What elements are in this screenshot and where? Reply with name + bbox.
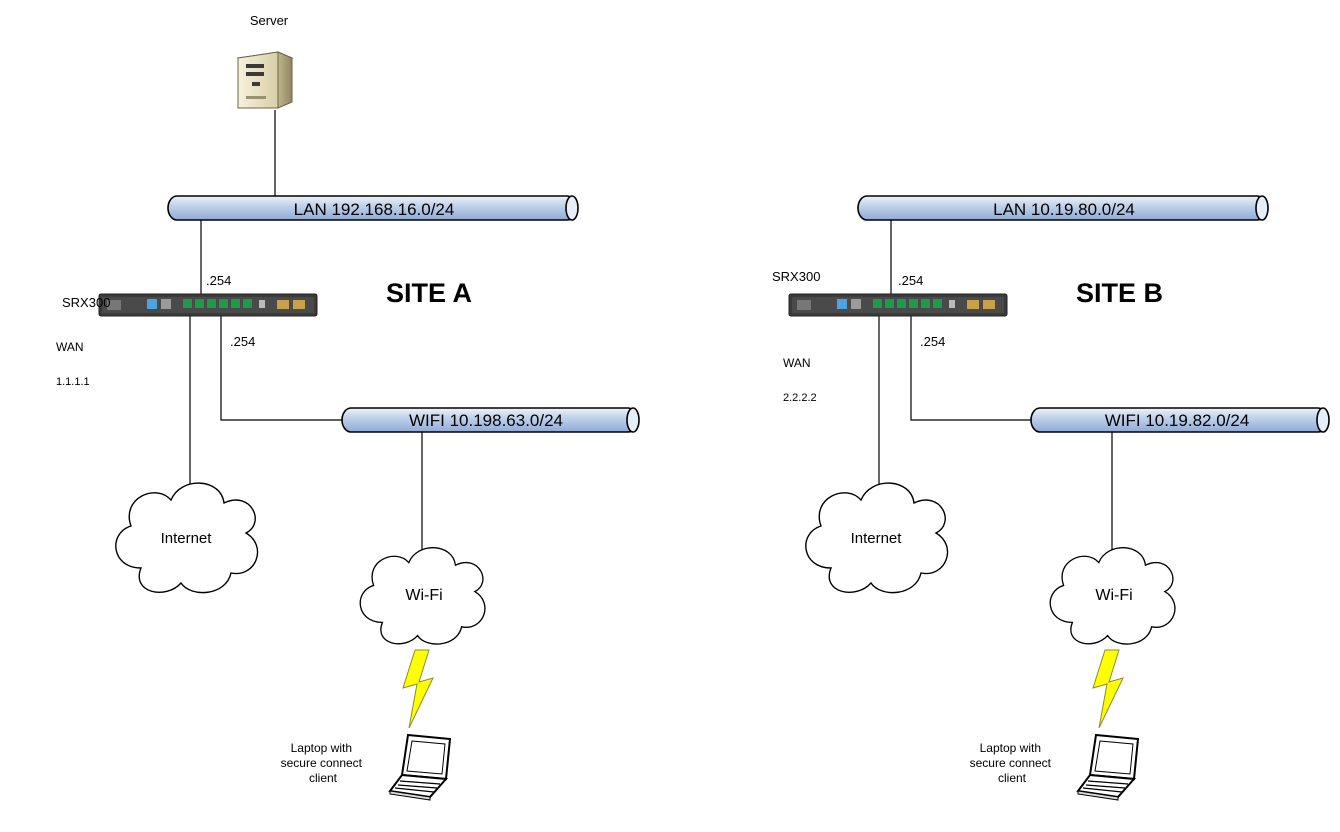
laptop-label-b: Laptop with secure connect client — [970, 741, 1055, 785]
laptop-label-line-1-b: Laptop with — [980, 741, 1041, 755]
laptop-label-line-3-a: client — [309, 771, 338, 785]
wan-ip-b: 2.2.2.2 — [783, 392, 817, 404]
site-a: Server LAN 192.168.16.0/24 SRX300 .254 .… — [56, 13, 640, 801]
laptop-icon-b — [1077, 734, 1139, 801]
laptop-label-line-2-b: secure connect — [970, 756, 1052, 770]
wifi-net-label-b: WIFI 10.19.82.0/24 — [1105, 411, 1250, 430]
wifi-port-label-b: .254 — [920, 334, 945, 349]
laptop-label-line-1-a: Laptop with — [291, 741, 352, 755]
laptop-label-line-2-a: secure connect — [281, 756, 363, 770]
wan-ip-a: 1.1.1.1 — [56, 376, 90, 388]
laptop-label-a: Laptop with secure connect client — [281, 741, 366, 785]
wifi-segment-a — [341, 407, 640, 433]
internet-label-b: Internet — [851, 530, 903, 547]
lan-port-label-a: .254 — [206, 273, 231, 288]
internet-label-a: Internet — [161, 530, 213, 547]
router-to-wifi-line — [220, 315, 342, 421]
wifi-cloud-label-a: Wi-Fi — [405, 587, 442, 604]
laptop-icon-a — [389, 734, 451, 801]
site-b: LAN 10.19.80.0/24 SRX300 .254 .254 SITE … — [772, 195, 1330, 801]
lan-label-a: LAN 192.168.16.0/24 — [294, 200, 455, 219]
wifi-port-label-a: .254 — [230, 334, 255, 349]
server-label: Server — [250, 13, 289, 28]
lightning-icon-a — [402, 649, 434, 729]
lightning-icon-b — [1092, 649, 1124, 729]
laptop-label-line-3-b: client — [998, 771, 1027, 785]
wifi-net-label-a: WIFI 10.198.63.0/24 — [409, 411, 563, 430]
site-title-b: SITE B — [1076, 278, 1163, 308]
lan-segment-b — [857, 195, 1269, 221]
srx300-router-icon-b — [788, 293, 1008, 317]
wan-label-b: WAN — [783, 356, 811, 370]
wifi-segment-b — [1030, 407, 1330, 433]
router-label-b: SRX300 — [772, 269, 820, 284]
lan-segment-a — [167, 195, 579, 221]
router-label-a: SRX300 — [62, 295, 110, 310]
lan-port-label-b: .254 — [898, 273, 923, 288]
server-icon — [236, 51, 294, 109]
srx300-router-icon-a — [98, 293, 318, 317]
wan-label-a: WAN — [56, 340, 84, 354]
lan-label-b: LAN 10.19.80.0/24 — [993, 200, 1135, 219]
wifi-cloud-label-b: Wi-Fi — [1095, 587, 1132, 604]
router-to-wifi-line-b — [910, 315, 1031, 421]
site-title-a: SITE A — [386, 278, 472, 308]
